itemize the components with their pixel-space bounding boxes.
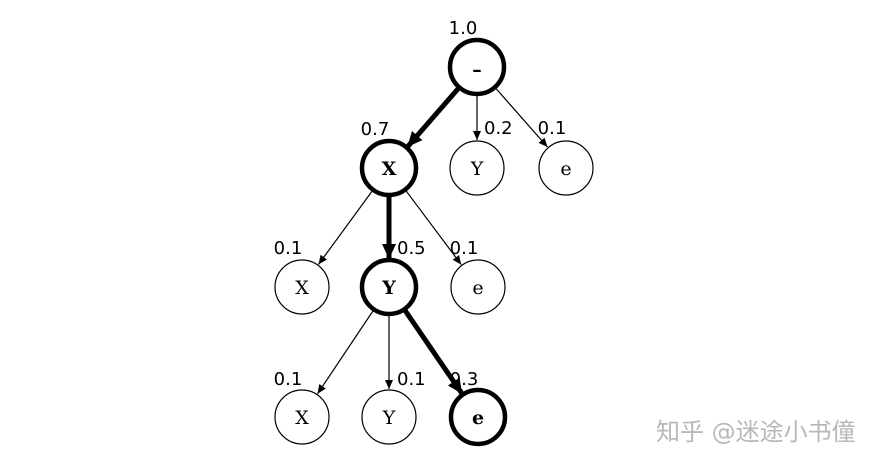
tree-node-l1-x: X 0.7 xyxy=(359,119,419,198)
probability-label: 1.0 xyxy=(449,18,478,39)
tree-node-l2-e: e 0.1 xyxy=(450,238,506,315)
probability-label: 0.3 xyxy=(450,369,479,390)
probability-label: 0.1 xyxy=(538,118,567,139)
edge-root-to-l1-e xyxy=(495,87,548,148)
node-label: e xyxy=(472,407,484,429)
probability-label: 0.1 xyxy=(274,238,303,259)
node-circle xyxy=(450,259,506,315)
tree-node-l3-y: Y0.1 xyxy=(361,369,426,445)
node-circle xyxy=(359,138,419,198)
probability-label: 0.5 xyxy=(397,238,426,259)
node-circle xyxy=(274,259,330,315)
edge-l1-x-to-l2-x xyxy=(318,190,373,265)
node-label: e xyxy=(560,158,571,180)
tree-edges xyxy=(317,86,548,395)
tree-nodes: –1.0X0.7Y0.2e0.1X0.1Y0.5e0.1X0.1Y0.1e0.3 xyxy=(274,18,594,447)
tree-node-l3-e: e 0.3 xyxy=(448,369,508,447)
node-label: X xyxy=(295,277,309,299)
node-label: X xyxy=(295,407,309,429)
node-label: e xyxy=(472,277,483,299)
node-label: Y xyxy=(381,277,396,299)
probability-label: 0.1 xyxy=(397,369,426,390)
node-circle xyxy=(447,37,507,97)
node-label: Y xyxy=(470,158,484,180)
tree-node-l2-x: X 0.1 xyxy=(274,238,330,315)
node-circle xyxy=(449,140,505,196)
node-circle xyxy=(359,257,419,317)
tree-node-root: – 1.0 xyxy=(447,18,507,97)
probability-label: 0.1 xyxy=(450,238,479,259)
tree-node-l3-x: X 0.1 xyxy=(274,369,330,445)
node-circle xyxy=(361,389,417,445)
node-label: Y xyxy=(382,407,396,429)
probability-label: 0.2 xyxy=(484,118,513,139)
tree-node-l1-e: e 0.1 xyxy=(538,118,594,196)
edge-l1-x-to-l2-e xyxy=(405,190,462,265)
probability-label: 0.7 xyxy=(361,119,390,140)
probability-label: 0.1 xyxy=(274,369,303,390)
node-circle xyxy=(274,389,330,445)
node-label: X xyxy=(382,158,397,180)
edge-root-to-l1-x xyxy=(406,86,461,148)
node-circle xyxy=(448,387,508,447)
node-label: – xyxy=(472,59,482,81)
edge-l2-y-to-l3-e xyxy=(402,308,464,395)
edge-l2-y-to-l3-x xyxy=(317,309,374,395)
watermark: 知乎 @迷途小书僮 xyxy=(656,418,856,446)
tree-node-l2-y: Y0.5 xyxy=(359,238,426,317)
node-circle xyxy=(538,140,594,196)
tree-node-l1-y: Y0.2 xyxy=(449,118,513,196)
